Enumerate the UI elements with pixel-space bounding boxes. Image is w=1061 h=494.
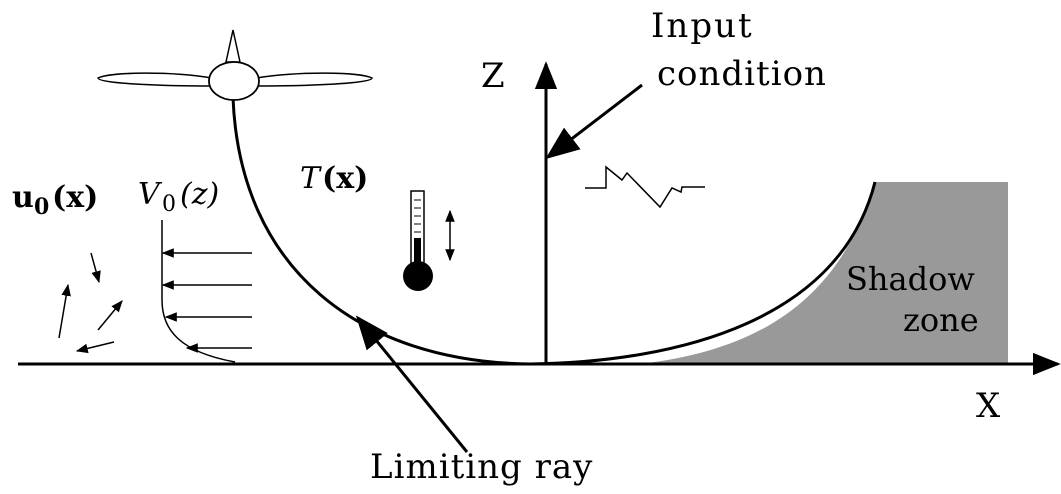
shadow-zone-label-line2: zone xyxy=(903,301,979,339)
input-label-line2: condition xyxy=(657,54,827,94)
shadow-zone-label-line1: Shadow xyxy=(846,260,975,298)
thermometer-icon xyxy=(403,191,433,291)
x-axis-label: X xyxy=(976,386,1001,426)
aircraft-icon xyxy=(98,30,372,100)
limiting-ray-arrow xyxy=(358,318,467,452)
wind-profile-argument: (z) xyxy=(180,177,219,212)
input-condition-arrow xyxy=(548,85,642,157)
temperature-argument: (x) xyxy=(322,161,368,196)
temperature-symbol: T xyxy=(300,161,322,196)
z-axis-label: Z xyxy=(481,56,505,96)
wind-vector-argument: (x) xyxy=(52,180,98,215)
wind-profile-subscript: 0 xyxy=(162,192,176,217)
wind-vector-symbol: u xyxy=(12,180,34,215)
wind-profile-symbol: V xyxy=(138,177,163,212)
n-wave-signature-icon xyxy=(585,167,705,207)
wind-vector-subscript: 0 xyxy=(34,194,49,220)
input-label-line1: Input xyxy=(651,6,754,46)
wind-profile xyxy=(162,220,252,362)
limiting-ray-label: Limiting ray xyxy=(370,447,593,487)
limiting-ray-curve-left xyxy=(233,98,530,364)
turbulent-wind-arrows xyxy=(59,253,122,351)
